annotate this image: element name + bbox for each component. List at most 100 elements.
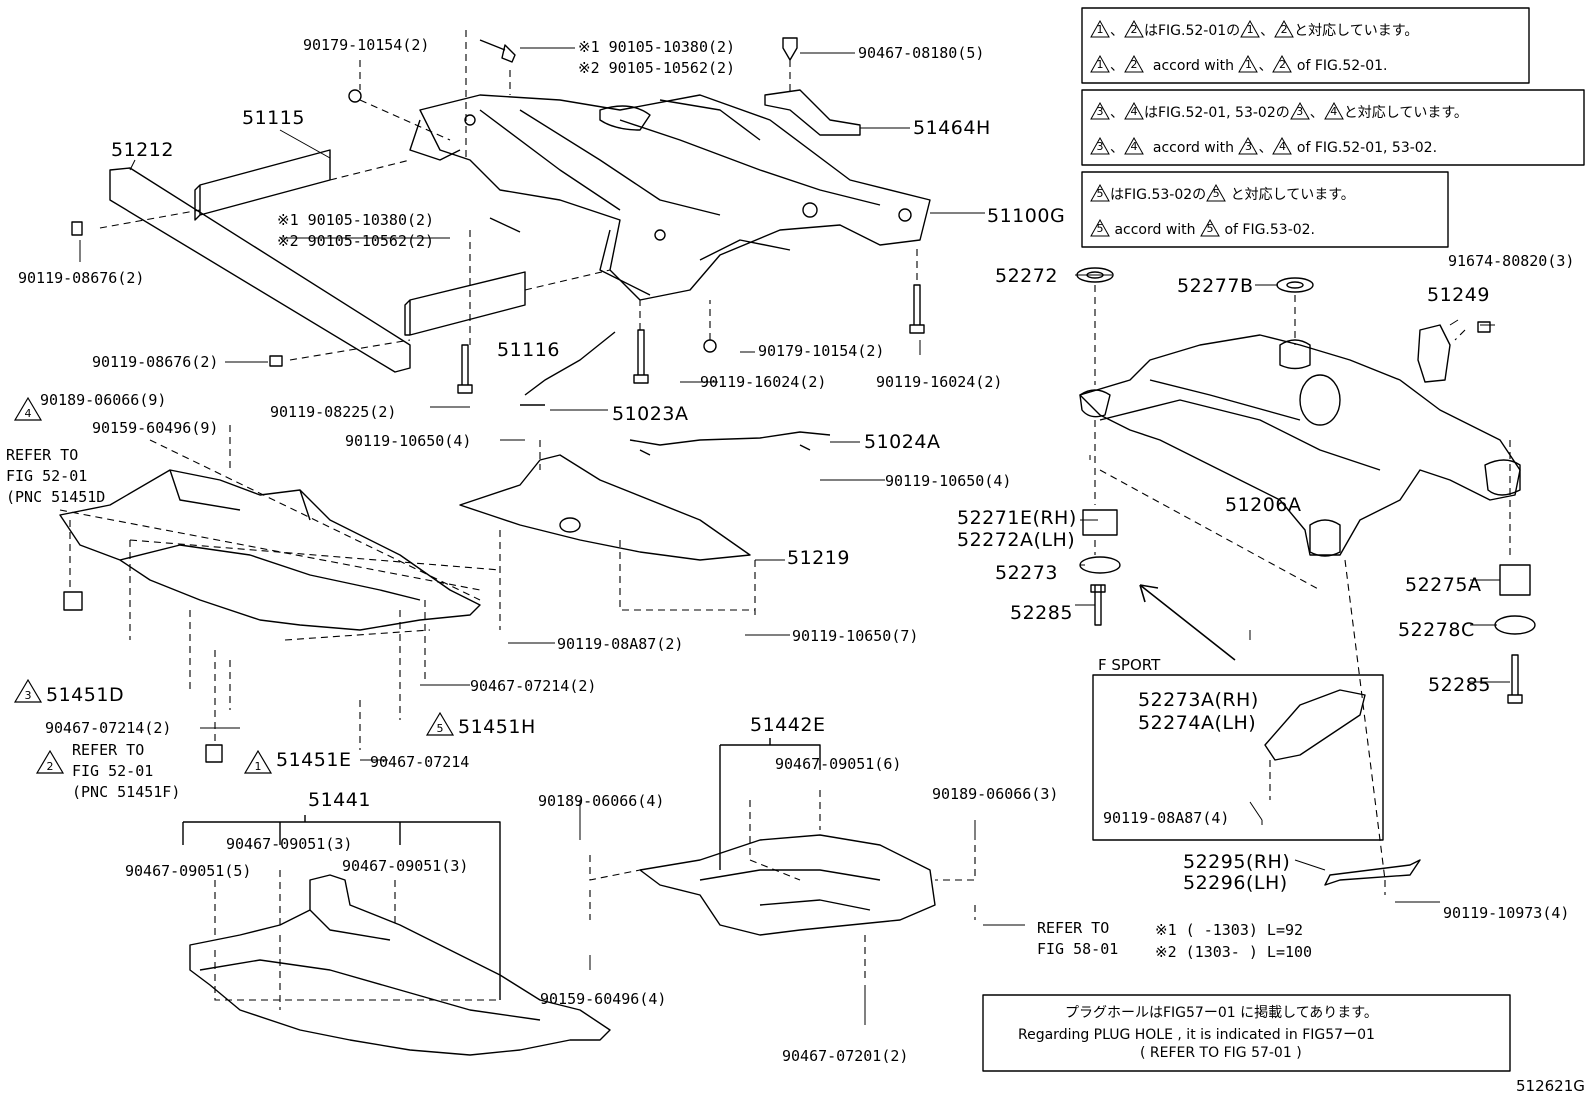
part-label: 90119-08676(2) [18, 269, 145, 287]
bolt-90105-mid [489, 217, 521, 233]
part-label: ※1 90105-10380(2) [277, 211, 435, 229]
triangle-icon: 4 [1323, 102, 1344, 120]
triangle-icon: 2 [1274, 20, 1295, 38]
tri-2-ref [35, 749, 65, 774]
part-label: 52285 [1010, 602, 1073, 624]
brace-52273a [1264, 689, 1366, 761]
part-label: 90119-10650(7) [792, 627, 919, 645]
bolt-91674 [1477, 321, 1491, 333]
bushing-52275a [1499, 564, 1531, 596]
note1-en-line: 1、2 accord with 1、2 of FIG.52-01. [1090, 55, 1387, 75]
tri-3-ref [13, 678, 43, 703]
part-label: 52295(RH) [1183, 851, 1291, 873]
part-label: 90119-08A87(4) [1103, 809, 1230, 827]
part-label: 90467-09051(3) [226, 835, 353, 853]
part-label: 51100G [987, 205, 1066, 227]
part-label: ※2 90105-10562(2) [277, 232, 435, 250]
tri-1-ref [243, 749, 273, 774]
part-label: ※1 90105-10380(2) [578, 38, 736, 56]
refer-label: FIG 52-01 [6, 467, 88, 485]
part-label: 90467-07214(2) [470, 677, 597, 695]
part-label: 51115 [242, 107, 305, 129]
bolt-90119-08225 [457, 344, 473, 394]
refer-label: FIG 52-01 [72, 762, 154, 780]
part-label: 90467-09051(6) [775, 755, 902, 773]
part-label: 52277B [1177, 275, 1254, 297]
note-box-3 [1081, 171, 1449, 248]
triangle-icon: 1 [1240, 20, 1261, 38]
note-box-2 [1081, 89, 1585, 166]
bracket-51249 [1417, 324, 1451, 383]
part-label: 52274A(LH) [1138, 712, 1257, 734]
bolt-90119-16024-a [633, 329, 649, 384]
triangle-icon: 1 [1238, 55, 1259, 73]
part-label: 90119-16024(2) [876, 373, 1003, 391]
part-label: 90119-16024(2) [700, 373, 827, 391]
triangle-icon: 4 [1124, 137, 1144, 155]
refer-label: REFER TO [6, 446, 79, 464]
triangle-icon: 3 [1289, 102, 1310, 120]
plug-note-jp: プラグホールはFIG57ー01 に掲載してあります。 [1065, 1005, 1378, 1021]
refer-label: REFER TO [72, 741, 145, 759]
cover-51451d [59, 469, 481, 631]
triangle-icon: 3 [1238, 137, 1259, 155]
part-label: 51212 [111, 139, 174, 161]
bushing-52277b [1276, 277, 1314, 293]
part-label: 52275A [1405, 574, 1482, 596]
part-label: 90119-10973(4) [1443, 904, 1570, 922]
bushing-52271e [1082, 509, 1118, 536]
part-label: 51451D [46, 684, 125, 706]
part-label: 51116 [497, 339, 560, 361]
part-label: 90189-06066(9) [40, 391, 167, 409]
note2-en-line: 3、4 accord with 3、4 of FIG.52-01, 53-02. [1090, 137, 1437, 157]
triangle-icon: 4 [1272, 137, 1293, 155]
clip-51451f-ref [205, 744, 223, 763]
length-note: ※1 ( -1303) L=92 [1155, 921, 1304, 939]
clip-90467-08180 [782, 37, 798, 61]
plug-note-ref: ( REFER TO FIG 57-01 ) [1140, 1045, 1302, 1061]
nut-90179-mid [703, 339, 717, 353]
part-label: 90119-08A87(2) [557, 635, 684, 653]
length-note: ※2 (1303- ) L=100 [1155, 943, 1313, 961]
triangle-icon: 5 [1206, 184, 1227, 202]
tri-1-num: 1 [255, 760, 262, 773]
part-label: 90119-08225(2) [270, 403, 397, 421]
triangle-icon: 1 [1090, 55, 1110, 73]
bolt-52285-a [1090, 584, 1106, 626]
plug-note-en: Regarding PLUG HOLE , it is indicated in… [1018, 1027, 1375, 1043]
link-51023a [520, 331, 616, 406]
part-label: 90467-09051(3) [342, 857, 469, 875]
tri-4-num: 4 [25, 407, 32, 420]
note3-en-line: 5 accord with 5 of FIG.53-02. [1090, 219, 1315, 238]
fsport-box [1092, 674, 1384, 841]
part-label: 51451H [458, 716, 536, 738]
subframe-51206a [1079, 334, 1521, 556]
note-box-1 [1081, 7, 1530, 84]
part-label: 52285 [1428, 674, 1491, 696]
figure-number: 512621G [1516, 1077, 1585, 1095]
part-label: 90119-10650(4) [885, 472, 1012, 490]
triangle-icon: 2 [1124, 55, 1144, 73]
tri-5-ref [425, 711, 455, 736]
part-label: 90159-60496(4) [540, 990, 667, 1008]
washer-52273 [1079, 556, 1121, 574]
part-label: 90179-10154(2) [303, 36, 430, 54]
tri-4-ref [13, 396, 43, 421]
plate-51464h [764, 89, 861, 136]
part-label: 52278C [1398, 619, 1475, 641]
part-label: 51464H [913, 117, 991, 139]
tri-5-num: 5 [437, 722, 444, 735]
part-label: 90467-08180(5) [858, 44, 985, 62]
refer-label: (PNC 51451D [6, 488, 106, 506]
bracket-51115 [194, 149, 331, 221]
cover-51442e [639, 834, 936, 936]
part-label: 52271E(RH) [957, 507, 1077, 529]
part-label: 52272A(LH) [957, 529, 1076, 551]
part-label: 90159-60496(9) [92, 419, 219, 437]
triangle-icon: 3 [1090, 137, 1110, 155]
triangle-icon: 3 [1090, 102, 1110, 120]
link-51024a [629, 431, 831, 456]
part-label: 51442E [750, 714, 826, 736]
